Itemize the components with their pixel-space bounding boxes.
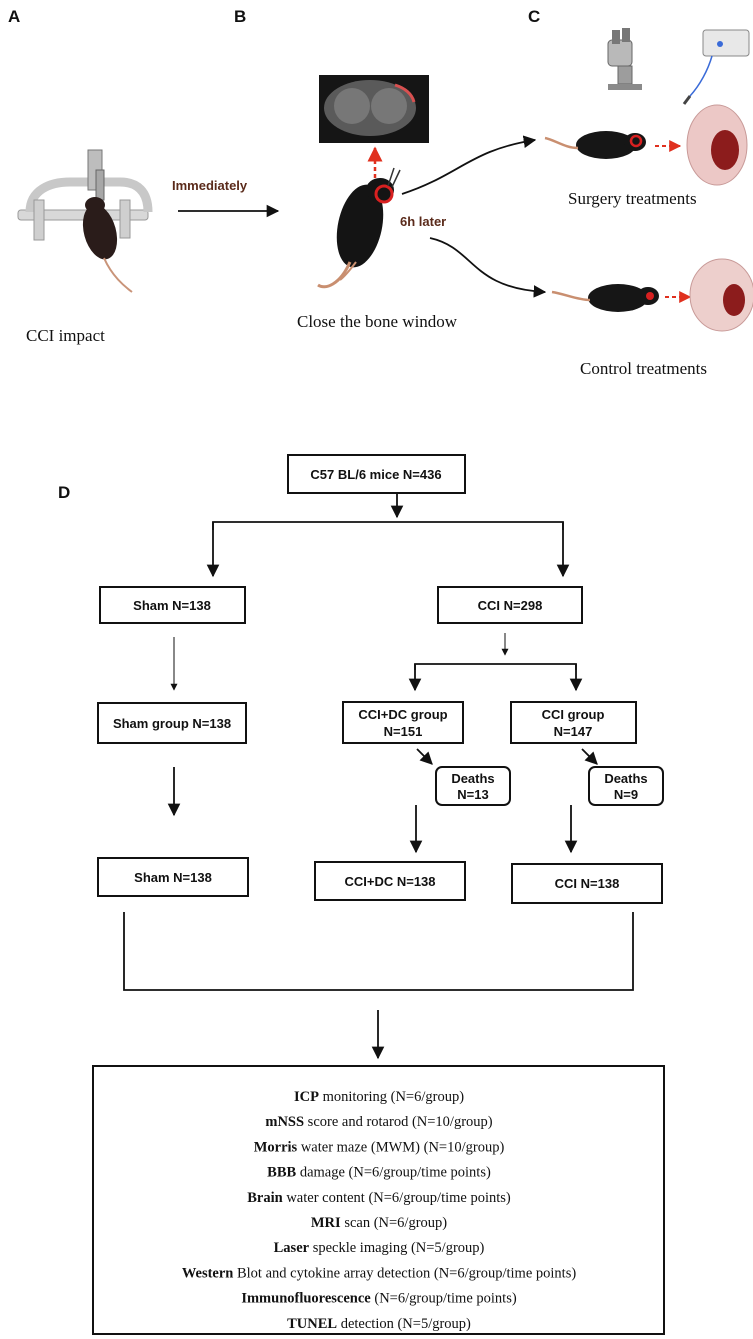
panel-letter-a: A [8,7,20,26]
connector-to-deaths-right [581,748,598,765]
outcome-item-rest: water content (N=6/group/time points) [283,1190,511,1206]
outcome-item: ICP monitoring (N=6/group) [294,1089,464,1105]
outcome-item-bold: Western [182,1265,234,1281]
cci-box [437,586,583,624]
outcome-item-bold: Brain [247,1190,282,1206]
outcome-item-bold: mNSS [265,1114,304,1130]
sham-final-box [97,857,249,897]
cci-final-label: CCI N=138 [555,876,620,891]
panel-letter-c: C [528,7,540,26]
sham-group-box [97,702,247,744]
brain-control-icon [689,258,753,332]
surgery-mouse-illustration [544,131,646,159]
ccidc-final-label: CCI+DC N=138 [344,874,435,889]
outcome-item-bold: TUNEL [287,1316,337,1332]
outcome-item: Immunofluorescence (N=6/group/time point… [241,1291,517,1307]
sham-final-label: Sham N=138 [134,870,212,885]
deaths-left-line1: Deaths [451,771,494,786]
outcome-item: Laser speckle imaging (N=5/group) [274,1240,485,1256]
outcome-item: Western Blot and cytokine array detectio… [182,1265,577,1281]
six-hours-label: 6h later [400,214,446,229]
surgery-caption: Surgery treatments [568,189,697,208]
outcomes-box [92,1065,665,1335]
outcome-item: MRI scan (N=6/group) [311,1215,447,1231]
outcome-item-rest: (N=6/group/time points) [371,1291,517,1307]
control-mouse-illustration [551,284,659,312]
split-bracket-top [212,521,564,530]
control-caption: Control treatments [580,359,707,378]
split-bracket-cci [414,663,577,670]
cci-group-box [510,701,637,744]
merge-bracket [123,912,634,991]
outcome-item-bold: Immunofluorescence [241,1291,371,1307]
cci-apparatus-illustration [17,149,153,293]
outcome-item: BBB damage (N=6/group/time points) [267,1165,491,1181]
outcomes-list: ICP monitoring (N=6/group) mNSS score and… [182,1089,577,1332]
ccidc-final-box [314,861,466,901]
outcome-item-rest: Blot and cytokine array detection (N=6/g… [233,1265,576,1281]
brain-surgery-icon [686,104,748,186]
outcome-item-rest: monitoring (N=6/group) [319,1089,464,1105]
connector-to-deaths-left [416,748,433,765]
outcome-item-rest: water maze (MWM) (N=10/group) [297,1139,504,1155]
outcome-item-bold: Morris [254,1139,298,1155]
arrow-to-control [429,237,547,298]
outcome-item: Morris water maze (MWM) (N=10/group) [254,1139,505,1155]
panel-b-caption: Close the bone window [297,312,458,331]
outcome-item-bold: Laser [274,1240,310,1256]
sham-group-label: Sham group N=138 [113,716,231,731]
cci-label: CCI N=298 [478,598,543,613]
sham-box [99,586,246,624]
deaths-right-line1: Deaths [604,771,647,786]
mri-scan-image [319,75,429,143]
panel-a-caption: CCI impact [26,326,105,345]
deaths-left-box [435,766,511,806]
outcome-item: mNSS score and rotarod (N=10/group) [265,1114,492,1130]
outcome-item: Brain water content (N=6/group/time poin… [247,1190,511,1206]
drill-device-icon [682,29,750,105]
outcome-item-rest: detection (N=5/group) [337,1316,471,1332]
sham-label: Sham N=138 [133,598,211,613]
panel-letter-d: D [58,483,70,502]
outcome-item-bold: BBB [267,1165,296,1181]
cci-group-label-line2: N=147 [554,724,593,739]
deaths-left-line2: N=13 [457,787,488,802]
mouse-with-bone-window-illustration [317,167,401,289]
outcome-item-rest: score and rotarod (N=10/group) [304,1114,493,1130]
cci-final-box [511,863,663,904]
outcome-item-rest: damage (N=6/group/time points) [296,1165,491,1181]
ccidc-group-label-line1: CCI+DC group [358,707,447,722]
immediately-label: Immediately [172,178,248,193]
ccidc-group-label-line2: N=151 [384,724,423,739]
outcome-item-rest: scan (N=6/group) [341,1215,448,1231]
outcome-item-rest: speckle imaging (N=5/group) [309,1240,484,1256]
ccidc-group-box [342,701,464,744]
cci-group-label-line1: CCI group [542,707,605,722]
root-box [287,454,466,494]
microscope-icon [607,28,642,90]
outcome-item-bold: ICP [294,1089,319,1105]
deaths-right-box [588,766,664,806]
root-label: C57 BL/6 mice N=436 [310,467,441,482]
panel-letter-b: B [234,7,246,26]
outcome-item-bold: MRI [311,1215,341,1231]
arrow-to-surgery [401,135,537,195]
deaths-right-line2: N=9 [614,787,638,802]
outcome-item: TUNEL detection (N=5/group) [287,1316,471,1332]
